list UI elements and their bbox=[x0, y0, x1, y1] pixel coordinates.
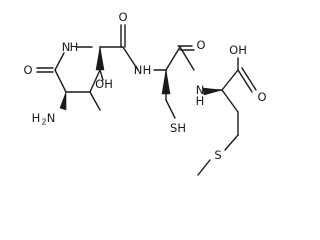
atom-h-amide2: H bbox=[196, 94, 205, 108]
bond-ch2c-s bbox=[224, 134, 239, 151]
bond-ca3-ch2b bbox=[221, 89, 239, 113]
bond-s-ch3 bbox=[197, 159, 211, 176]
bond-c1-nh bbox=[54, 52, 65, 71]
bond-ch2s-sh bbox=[165, 99, 176, 119]
atom-n-amide2: N bbox=[196, 83, 205, 97]
molecule-structure: O N H O N H OH H N 2 O N H SH OH O S bbox=[23, 10, 267, 176]
atom-h2n-sub: 2 bbox=[41, 118, 46, 127]
atom-o-amide1: O bbox=[118, 10, 127, 24]
wedges bbox=[59, 46, 223, 111]
atom-labels: O N H O N H OH H N 2 O N H SH OH O S bbox=[23, 10, 266, 162]
atom-h-ring: H bbox=[70, 40, 79, 54]
bond-ca2-c5 bbox=[165, 46, 181, 71]
atom-oh-acid: OH bbox=[229, 43, 247, 57]
wedge-ca1 bbox=[95, 46, 105, 71]
bond-ca3-cooh bbox=[221, 69, 239, 91]
wedge-ca2 bbox=[161, 69, 171, 95]
bond-c5-nh2 bbox=[179, 46, 195, 71]
atom-oh-side: OH bbox=[95, 77, 113, 91]
wedge-nh2 bbox=[59, 91, 67, 111]
atom-h-amide1: H bbox=[143, 63, 152, 77]
atom-h2n-h: H bbox=[32, 111, 41, 125]
atom-s-thioether: S bbox=[214, 148, 221, 162]
bond-c4-nh1 bbox=[122, 46, 139, 71]
atom-n-ring: N bbox=[62, 40, 71, 54]
atom-sh: SH bbox=[170, 121, 186, 135]
bond-c1-c2 bbox=[54, 69, 67, 93]
atom-n-amide1: N bbox=[134, 63, 143, 77]
atom-o-acid: O bbox=[257, 90, 266, 104]
bond-ch2-c3 bbox=[89, 69, 101, 93]
atom-h2n-n: N bbox=[47, 111, 56, 125]
atom-o-amide2: O bbox=[196, 38, 205, 52]
wedge-ca3 bbox=[202, 87, 223, 96]
atom-o-left: O bbox=[23, 63, 32, 77]
bond-c3-methyl bbox=[89, 91, 101, 111]
bond-cooh-o-a bbox=[237, 69, 253, 93]
bond-cooh-o-b bbox=[241, 67, 257, 91]
bond-ch2-oh bbox=[99, 69, 104, 81]
